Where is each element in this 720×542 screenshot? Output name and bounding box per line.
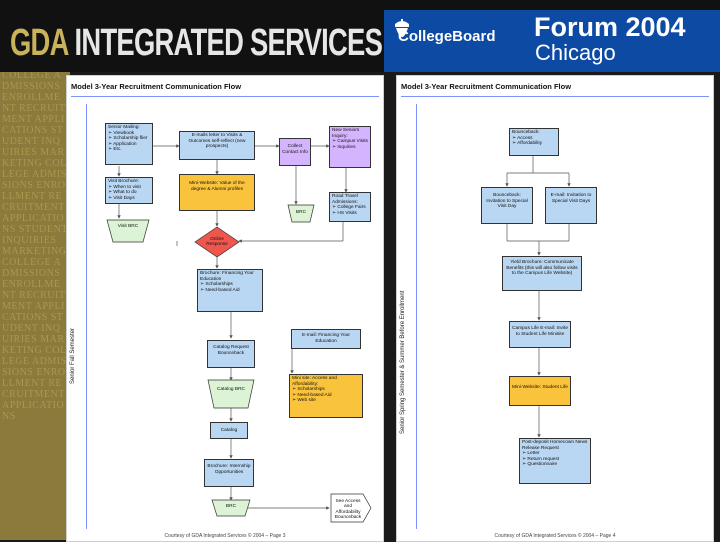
campus-email-text: Campus Life E-mail: Invite to Student Li… [512, 326, 568, 337]
online-response-shape [194, 226, 240, 258]
road-travel-text: Road Travel Admissions: ➢ College Fairs … [332, 194, 366, 216]
post-deposit-text: Post-deposit Homecown News Release Reque… [522, 440, 588, 468]
bounceback-box: Bounceback: ➢ Access ➢ Affordability [509, 128, 559, 156]
left-flow-panel: Model 3-Year Recruitment Communication F… [66, 75, 384, 542]
brc-label-1: BRC [295, 210, 307, 215]
acorn-icon [395, 19, 409, 37]
side-pattern: COLLEGE ADMISSIONS ENROLLMENT RECRUITMEN… [0, 0, 70, 540]
road-travel-box: Road Travel Admissions: ➢ College Fairs … [329, 192, 371, 222]
web-mini-text: Mini-Website: Value of the degree & Alum… [189, 181, 245, 192]
financing-brochure-text: Brochure: Financing Your Education ➢ Sch… [200, 271, 254, 293]
visit-brochure-text: Visit Brochure: ➢ When to visit ➢ What t… [108, 179, 141, 201]
catalog2-text: Catalog [220, 428, 238, 433]
catalog-brc-label: Catalog BRC [217, 387, 245, 392]
email-financing-box: E-mail: Financing Your Education [291, 329, 361, 349]
left-side-rail: Senior Fall Semester [66, 104, 87, 529]
left-connectors [106, 144, 372, 523]
see-access-label: See Access and Affordability Bounceback [334, 499, 362, 521]
brand-integrated: INTEGRATED SERVICES [74, 22, 383, 64]
college-board-banner: CollegeBoard Forum 2004 Chicago [384, 10, 720, 72]
right-connectors [505, 156, 571, 438]
right-panel-footer: Courtesy of GDA Integrated Services © 20… [494, 533, 616, 539]
left-panel-footer: Courtesy of GDA Integrated Services © 20… [164, 533, 286, 539]
email-invite-box: E-mail: Invitation to Special Visit Days [545, 187, 597, 224]
header-bar: GDA INTEGRATED SERVICES CollegeBoard For… [0, 0, 720, 72]
visit-brochure-box: Visit Brochure: ➢ When to visit ➢ What t… [105, 177, 153, 204]
online-response-label: Online Response [206, 237, 228, 248]
collect-contact-text: Collect Contact Info [282, 144, 308, 155]
new-seniors-text: New Seniors Inquiry: ➢ Campus Visits ➢ I… [332, 128, 368, 150]
new-seniors-box: New Seniors Inquiry: ➢ Campus Visits ➢ I… [329, 126, 371, 168]
campus-email-box: Campus Life E-mail: Invite to Student Li… [509, 321, 571, 348]
web-mini-box: Mini-Website: Value of the degree & Alum… [179, 174, 255, 211]
mini-student-life-box: Mini-Website: Student Life [509, 376, 571, 406]
collect-contact-box: Collect Contact Info [279, 138, 311, 166]
catalog-box: Catalog Request Bounceback [207, 340, 255, 368]
right-panel-title: Model 3-Year Recruitment Communication F… [397, 76, 713, 104]
bounceback-invite-box: Bounceback: Invitation to Special Visit … [481, 187, 533, 224]
mini-costs-text: Mini site: Access and Affordability: ➢ S… [292, 376, 337, 404]
internship-box: Brochure: Internship Opportunities [204, 459, 254, 487]
brc-shape-2 [211, 499, 251, 517]
post-deposit-box: Post-deposit Homecown News Release Reque… [519, 438, 591, 484]
brc-label-2: BRC [225, 504, 237, 509]
email-letter-text: E-mails letter to Visits & Outcomes self… [188, 133, 246, 150]
brc-shape-1 [287, 204, 315, 223]
mini-student-life-text: Mini-Website: Student Life [512, 385, 568, 390]
brand-gda: GDA [10, 22, 68, 64]
left-panel-title: Model 3-Year Recruitment Communication F… [67, 76, 383, 104]
forum-title: Forum 2004 [534, 12, 686, 42]
catalog2-box: Catalog [210, 422, 248, 439]
mini-costs-box: Mini site: Access and Affordability: ➢ S… [289, 374, 363, 418]
senior-mailing-box: Senior Mailing: ➢ Viewbook ➢ Scholarship… [105, 123, 153, 165]
visit-brc-label: Visit BRC [117, 224, 139, 229]
brand-logo: GDA INTEGRATED SERVICES [10, 22, 383, 65]
bounceback-text: Bounceback: ➢ Access ➢ Affordability [512, 130, 543, 147]
right-side-rail: Senior Spring Semester & Summer Before E… [396, 104, 417, 529]
see-access-shape [330, 493, 372, 523]
financing-brochure-box: Brochure: Financing Your Education ➢ Sch… [197, 269, 263, 312]
internship-text: Brochure: Internship Opportunities [207, 464, 251, 475]
side-pattern-text: COLLEGE ADMISSIONS ENROLLMENT RECRUITMEN… [2, 70, 68, 422]
yield-brochure-box: Yield Brochure: Communicate Benefits (th… [502, 256, 582, 291]
yield-brochure-text: Yield Brochure: Communicate Benefits (th… [506, 260, 578, 277]
senior-mailing-text: Senior Mailing: ➢ Viewbook ➢ Scholarship… [108, 125, 148, 153]
catalog-text: Catalog Request Bounceback [213, 345, 249, 356]
college-board-logo: CollegeBoard [398, 28, 496, 45]
email-invite-text: E-mail: Invitation to Special Visit Days [550, 193, 592, 204]
catalog-brc-shape [207, 379, 255, 409]
right-flow-panel: Model 3-Year Recruitment Communication F… [396, 75, 714, 542]
forum-city: Chicago [535, 40, 616, 65]
email-letter-box: E-mails letter to Visits & Outcomes self… [179, 131, 255, 160]
email-financing-text: E-mail: Financing Your Education [302, 333, 350, 344]
visit-brc-shape [106, 219, 150, 243]
bounceback-invite-text: Bounceback: Invitation to Special Visit … [486, 193, 528, 210]
